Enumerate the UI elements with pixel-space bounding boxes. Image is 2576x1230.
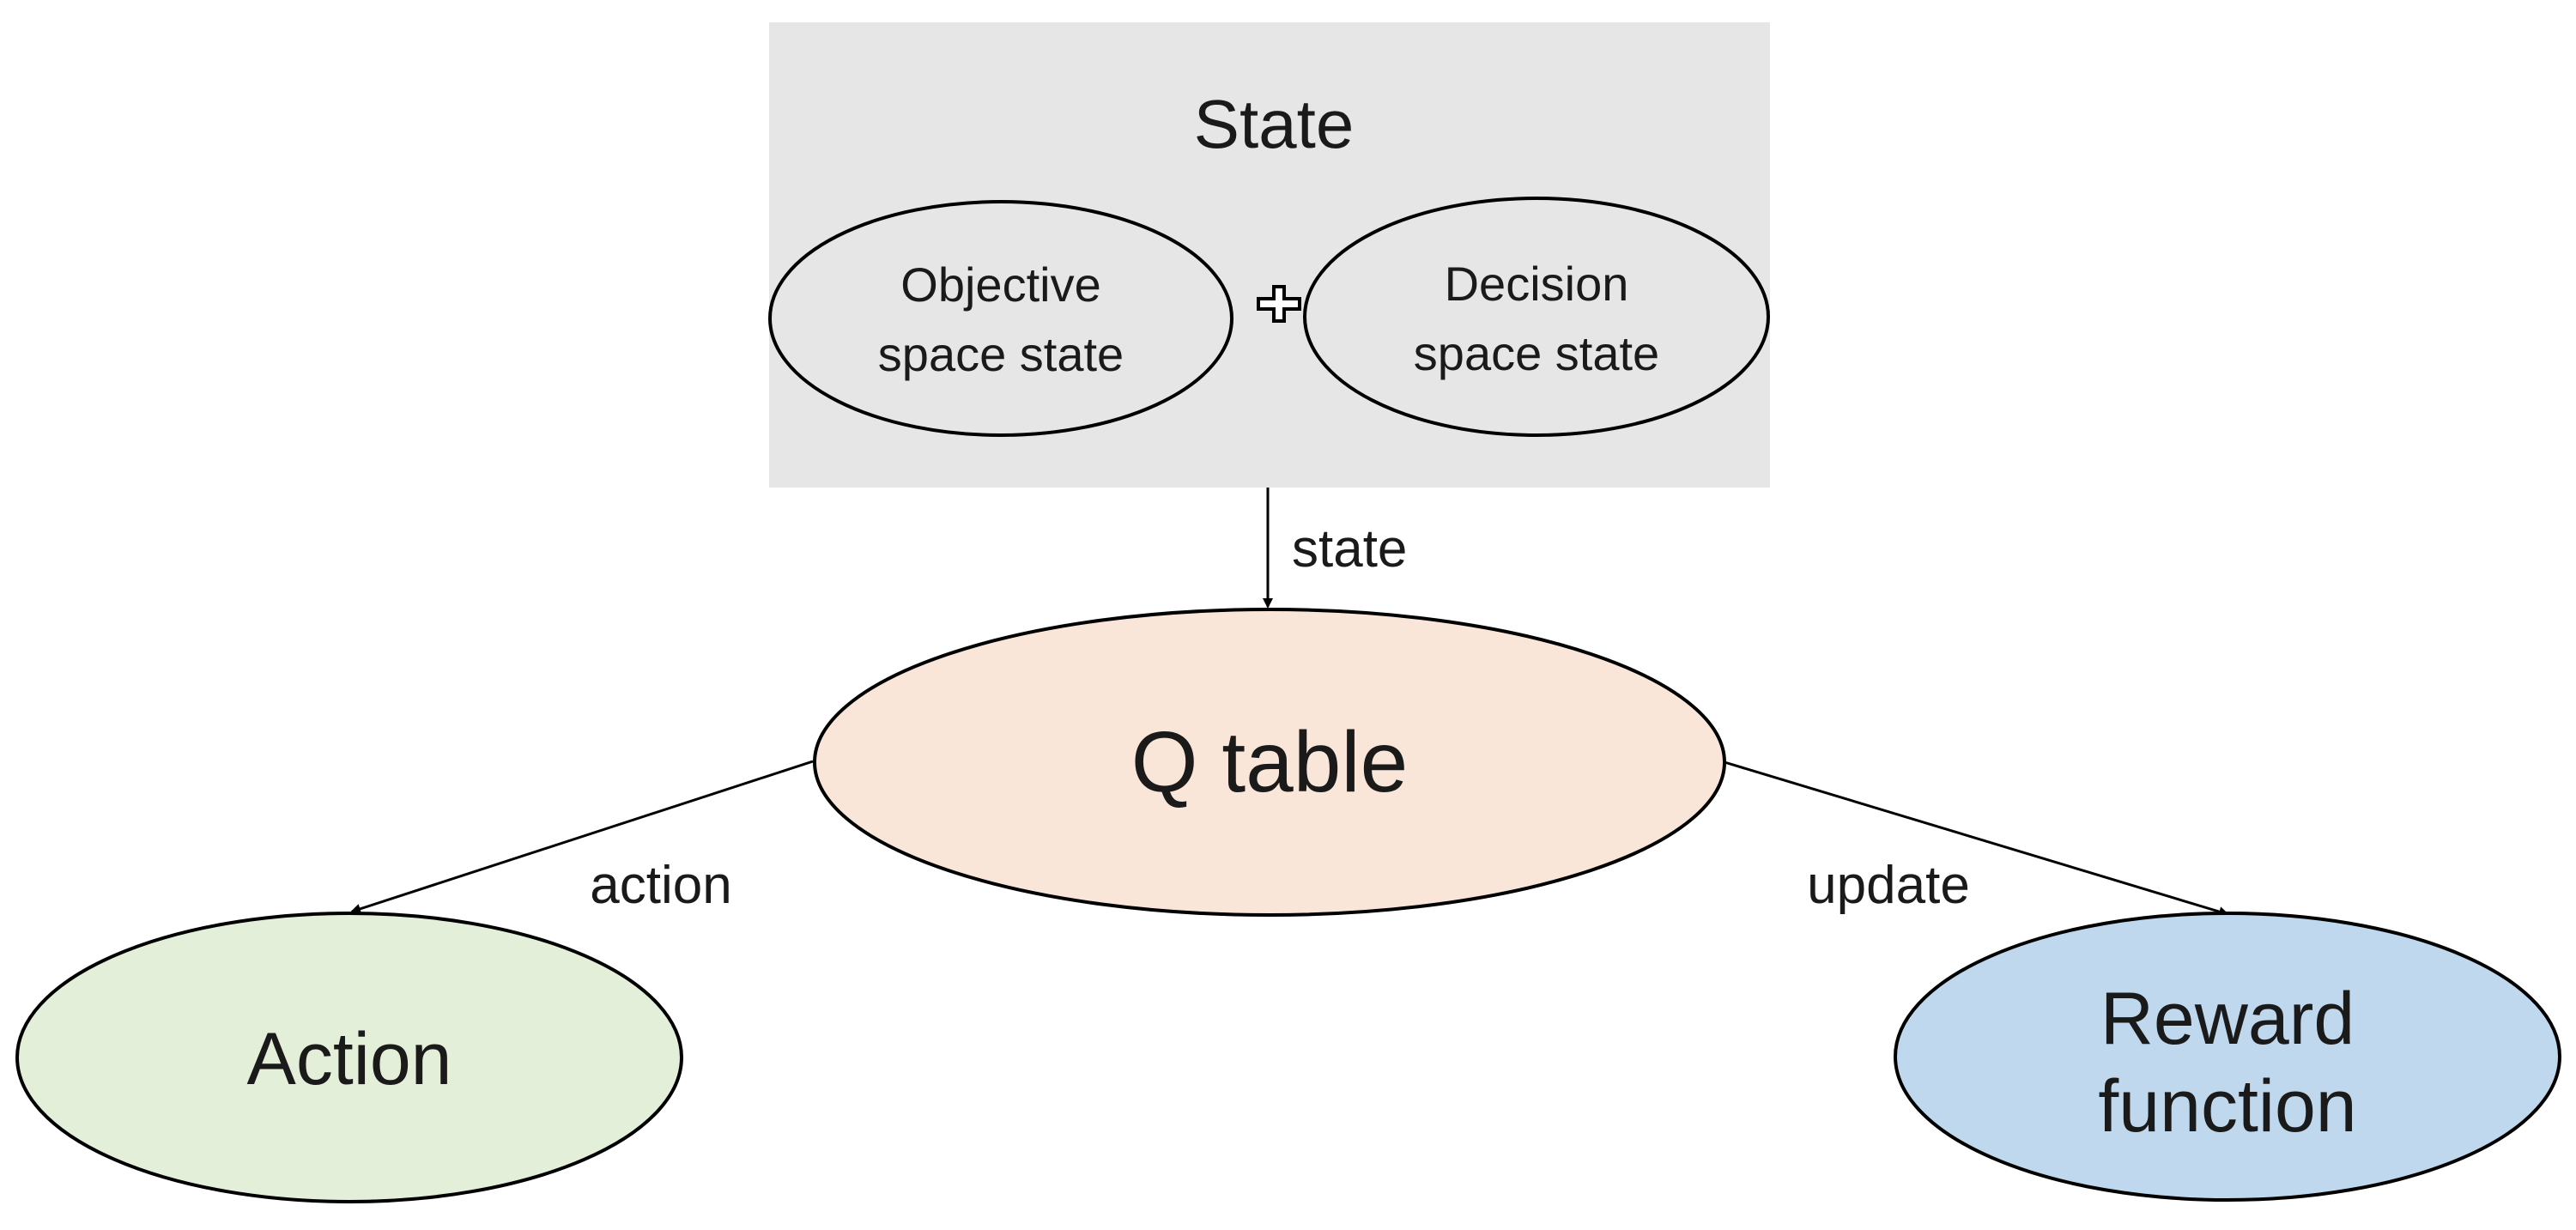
objective-label-line1: Objective	[900, 258, 1100, 312]
q-table-label: Q table	[1131, 714, 1408, 810]
action-ellipse	[15, 912, 683, 1203]
reward-label-line2: function	[2098, 1065, 2356, 1148]
update-edge-label: update	[1807, 856, 1970, 915]
reward-label-line1: Reward	[2100, 978, 2355, 1060]
state-title: State	[1194, 86, 1355, 162]
objective-label-line2: space state	[878, 327, 1124, 381]
state-group: State Objective space state Decision spa…	[768, 22, 1770, 488]
update-arrow	[1724, 760, 2229, 917]
action-edge-label: action	[590, 856, 731, 915]
decision-label-line1: Decision	[1445, 257, 1629, 311]
decision-label-line2: space state	[1414, 326, 1659, 380]
objective-space-state-ellipse	[768, 200, 1233, 437]
reward-function-ellipse	[1894, 912, 2561, 1202]
action-arrow	[350, 760, 814, 914]
action-label: Action	[246, 1018, 452, 1100]
decision-space-state-ellipse	[1303, 197, 1770, 437]
plus-icon	[1257, 285, 1301, 323]
state-edge-label: state	[1292, 519, 1407, 579]
